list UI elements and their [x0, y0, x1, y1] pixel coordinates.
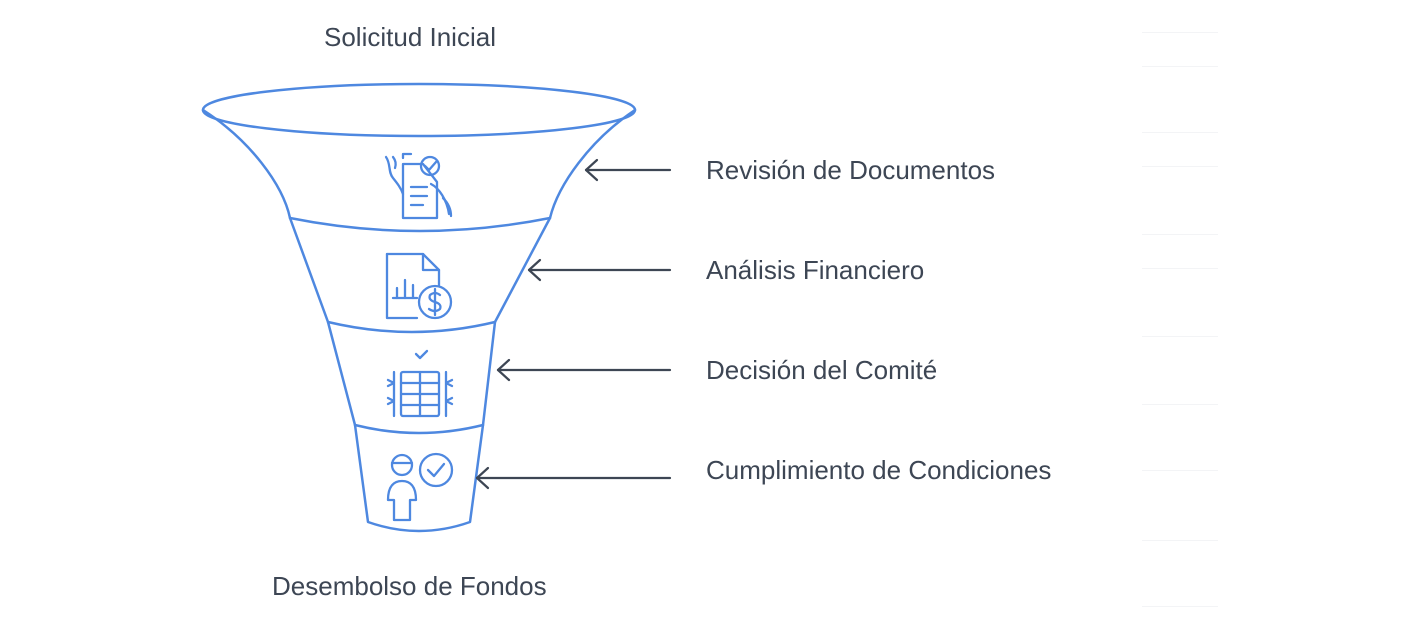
funnel-outline — [201, 108, 637, 533]
background-rule — [1142, 132, 1218, 133]
funnel-input-label: Solicitud Inicial — [324, 22, 496, 52]
background-rule — [1142, 234, 1218, 235]
stage-label-2: Análisis Financiero — [706, 255, 925, 285]
funnel-top-rim — [201, 82, 637, 138]
stage-label-1: Revisión de Documentos — [706, 155, 996, 185]
background-rule — [1142, 606, 1218, 607]
background-rule — [1142, 66, 1218, 67]
funnel-band-divider-1 — [288, 216, 552, 233]
funnel-band-divider-3 — [353, 423, 485, 435]
background-rule — [1142, 470, 1218, 471]
funnel-output-label: Desembolso de Fondos — [272, 571, 547, 601]
background-rule — [1142, 166, 1218, 167]
stage-label-3: Decisión del Comité — [706, 355, 938, 385]
stage-label-4: Cumplimiento de Condiciones — [706, 455, 1052, 485]
background-rule — [1142, 336, 1218, 337]
arrow-stage-4 — [475, 466, 672, 490]
background-rule — [1142, 404, 1218, 405]
background-rule — [1142, 540, 1218, 541]
background-rule — [1142, 268, 1218, 269]
person-check-icon — [386, 452, 454, 522]
arrow-stage-1 — [584, 158, 672, 182]
committee-decision-icon — [386, 349, 454, 418]
funnel-band-divider-2 — [326, 320, 497, 334]
arrow-stage-3 — [496, 358, 672, 382]
arrow-stage-2 — [527, 258, 672, 282]
financial-report-icon — [385, 252, 453, 320]
background-rule — [1142, 32, 1218, 33]
document-review-icon — [384, 152, 453, 220]
